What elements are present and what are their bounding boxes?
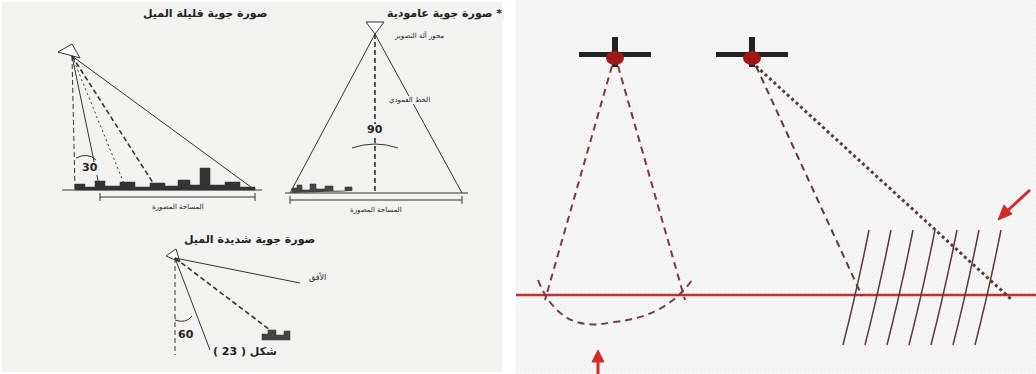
aircraft-part bbox=[579, 37, 651, 67]
oblique-footprint-arcs-part bbox=[975, 230, 1001, 345]
angle-value: 60 bbox=[176, 329, 195, 342]
pointer-arrows-part bbox=[1006, 190, 1030, 212]
low-oblique-photo-part bbox=[76, 155, 96, 160]
low-oblique-photo-part bbox=[72, 56, 255, 190]
vertical-photo bbox=[285, 22, 468, 204]
axis-label: الخط العمودي bbox=[387, 96, 432, 104]
oblique-footprint-arcs-part bbox=[887, 230, 913, 345]
pointer-arrows-part bbox=[592, 350, 604, 362]
ground-line bbox=[516, 295, 1036, 296]
aircraft bbox=[579, 37, 788, 67]
vertical-photo-part bbox=[374, 34, 376, 191]
oblique-footprint-arcs-part bbox=[953, 230, 979, 345]
aircraft-part-part bbox=[743, 51, 761, 65]
high-oblique-photo-part bbox=[175, 258, 300, 283]
vertical-photo-part bbox=[366, 22, 384, 34]
low-oblique-photo-part bbox=[72, 56, 155, 186]
angle-value: 30 bbox=[80, 162, 99, 175]
axis-label: محور آلة التصوير bbox=[393, 32, 446, 40]
aircraft-part bbox=[716, 37, 788, 67]
oblique-cone-part bbox=[756, 66, 862, 296]
low-oblique-photo-part bbox=[72, 56, 100, 190]
right-panel-part bbox=[516, 0, 1036, 374]
vertical-cone-part bbox=[538, 280, 692, 324]
oblique-footprint-arcs-part bbox=[909, 230, 935, 345]
low-oblique-photo-part bbox=[58, 44, 80, 58]
low-oblique-photo-part bbox=[72, 56, 125, 186]
low-oblique-photo-part bbox=[100, 197, 255, 198]
area-label: المساحة المصورة bbox=[348, 206, 404, 214]
low-oblique-photo-part bbox=[100, 193, 101, 201]
oblique-footprint-arcs-part bbox=[931, 230, 957, 345]
pointer-arrows bbox=[592, 190, 1030, 374]
high-oblique-photo-part bbox=[175, 258, 270, 330]
high-oblique-photo bbox=[166, 249, 300, 355]
ground-line-part bbox=[516, 294, 1036, 297]
low-oblique-photo-part bbox=[255, 193, 256, 201]
oblique-footprint-arcs bbox=[843, 230, 1001, 345]
vertical-cone bbox=[538, 66, 692, 324]
view-title: صورة جوية قليلة الميل bbox=[141, 8, 269, 21]
view-title: صورة جوية شديدة الميل bbox=[182, 234, 317, 247]
vertical-photo-part bbox=[292, 184, 352, 193]
vertical-photo-part bbox=[285, 193, 468, 194]
right-panel bbox=[516, 0, 1036, 374]
vertical-photo-part bbox=[290, 34, 375, 193]
left-panel-part bbox=[2, 2, 502, 372]
vertical-photo-part bbox=[352, 144, 398, 148]
low-oblique-photo-part bbox=[72, 56, 75, 190]
oblique-footprint-arcs-part bbox=[843, 230, 869, 345]
pointer-arrows-part bbox=[998, 205, 1012, 220]
vertical-photo-part bbox=[375, 34, 462, 193]
horizon-label: الأفق bbox=[307, 273, 328, 282]
high-oblique-photo-part bbox=[175, 316, 192, 321]
left-panel bbox=[2, 2, 502, 372]
vertical-photo-part bbox=[290, 200, 462, 201]
low-oblique-photo bbox=[58, 44, 262, 201]
angle-value: 90 bbox=[365, 124, 384, 137]
high-oblique-photo-part bbox=[175, 258, 210, 350]
view-title: * صورة جوية عامودية bbox=[385, 8, 504, 21]
vertical-cone-part bbox=[545, 66, 612, 300]
vertical-cone-part bbox=[618, 66, 685, 300]
vertical-photo-part bbox=[290, 196, 291, 204]
figure-caption: شكل ( 23 ) bbox=[211, 346, 279, 359]
area-label: المساحة المصورة bbox=[150, 203, 206, 211]
aircraft-part-part bbox=[606, 51, 624, 65]
high-oblique-photo-part bbox=[262, 330, 290, 340]
oblique-footprint-arcs-part bbox=[865, 230, 891, 345]
vertical-photo-part bbox=[462, 196, 463, 204]
low-oblique-photo-part bbox=[75, 168, 255, 190]
